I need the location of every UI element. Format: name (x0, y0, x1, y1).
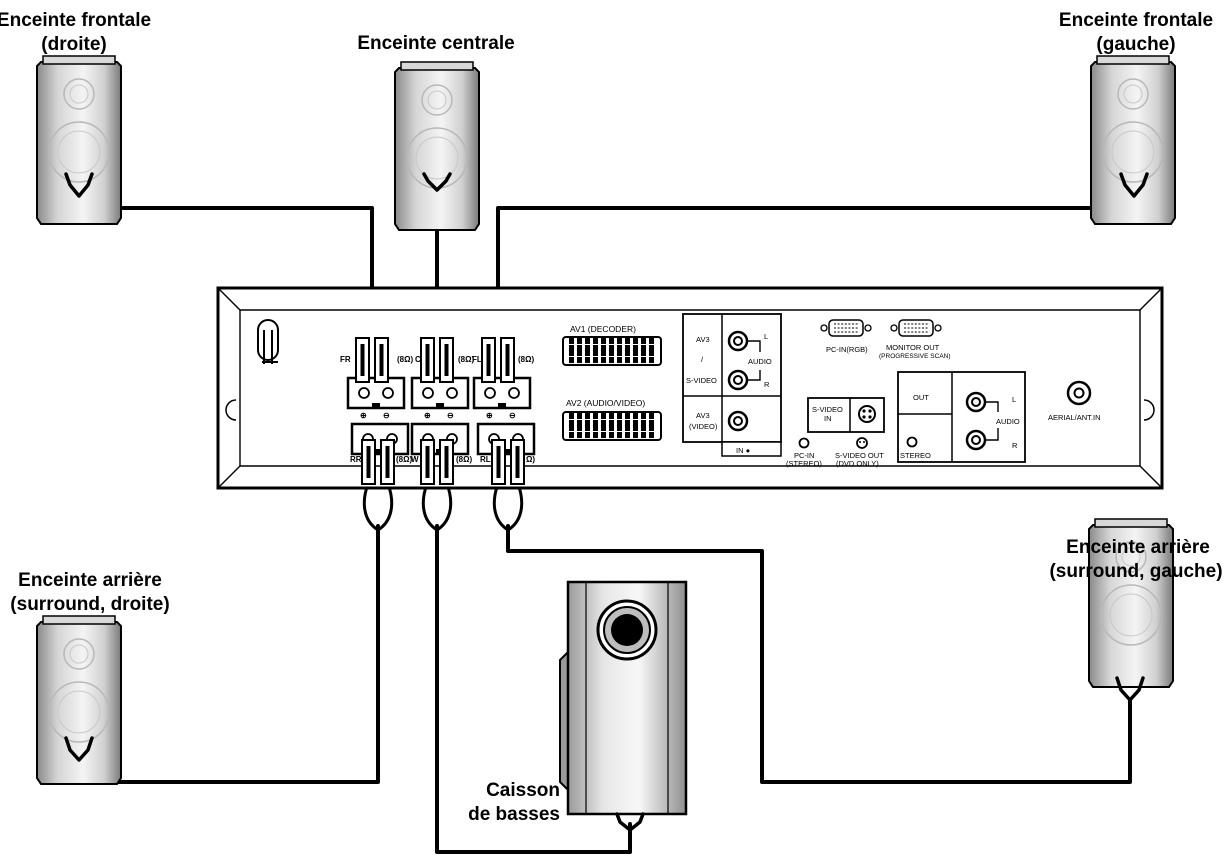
terminal-fl-label: FL (472, 355, 482, 364)
audio-out-r-jack (965, 429, 987, 451)
svg-text:OUT: OUT (913, 393, 929, 402)
wire-rear-right (77, 524, 380, 784)
monitor-out-port[interactable]: MONITOR OUT (PROGRESSIVE SCAN) (879, 319, 951, 360)
av3-video-jack (727, 410, 749, 432)
svg-text:AV3: AV3 (696, 335, 710, 344)
svg-text:(8Ω): (8Ω) (397, 355, 414, 364)
terminal-c-label: C (415, 355, 421, 364)
speaker-center (394, 61, 480, 231)
wire-subwoofer (435, 524, 632, 854)
terminal-w-label: W (411, 455, 419, 464)
speaker-rear-left (1088, 518, 1174, 702)
svg-text:S-VIDEO: S-VIDEO (812, 405, 843, 414)
power-cord-icon (257, 319, 279, 364)
svg-text:MONITOR OUT: MONITOR OUT (886, 343, 940, 352)
wire-front-left (496, 194, 1136, 302)
audio-out-l-jack (965, 391, 987, 413)
pc-in-rgb-port[interactable]: PC-IN(RGB) (820, 319, 872, 354)
svg-text:(8Ω): (8Ω) (518, 355, 535, 364)
wire-rear-left (506, 524, 1132, 784)
terminal-fr[interactable]: FR (8Ω) ⊕ ⊖ (340, 336, 414, 420)
svg-text:IN: IN (824, 414, 832, 423)
svg-text:(8Ω): (8Ω) (456, 455, 473, 464)
label-subwoofer-1: Caisson (486, 780, 560, 801)
svg-text:⊖: ⊖ (447, 411, 454, 420)
av3-audio-l-jack (727, 330, 749, 352)
svg-text:⊕: ⊕ (424, 411, 431, 420)
svg-text:AV3: AV3 (696, 411, 710, 420)
terminal-fl[interactable]: FL (8Ω) ⊕ ⊖ (472, 336, 535, 420)
terminal-c[interactable]: C (8Ω) ⊕ ⊖ (410, 336, 475, 420)
av3-audio-r-jack (727, 369, 749, 391)
svg-text:(DVD ONLY): (DVD ONLY) (836, 459, 879, 468)
terminal-rl-label: RL (480, 455, 491, 464)
svg-text:⊖: ⊖ (509, 411, 516, 420)
svideo-out-port[interactable]: S-VIDEO OUT (DVD ONLY) (835, 437, 884, 468)
label-front-right-1: Enceinte frontale (0, 10, 151, 31)
svg-text:Ω): Ω) (526, 455, 535, 464)
receiver-rear-panel: FR (8Ω) ⊕ ⊖ C (8Ω) ⊕ ⊖ FL (8Ω) ⊕ ⊖ RR (8… (216, 286, 1164, 490)
label-front-left-2: (gauche) (1096, 34, 1175, 55)
svg-text:AUDIO: AUDIO (996, 417, 1020, 426)
svg-text:S-VIDEO: S-VIDEO (686, 376, 717, 385)
terminal-rr-label: RR (350, 455, 362, 464)
audio-out-block: OUT STEREO L AUDIO R (897, 371, 1026, 463)
svg-text:(STEREO): (STEREO) (786, 459, 822, 468)
speaker-front-right (36, 55, 122, 225)
svg-text:AV2 (AUDIO/VIDEO): AV2 (AUDIO/VIDEO) (566, 398, 645, 408)
svg-text:(PROGRESSIVE SCAN): (PROGRESSIVE SCAN) (879, 353, 951, 360)
svg-text:(VIDEO): (VIDEO) (689, 422, 718, 431)
label-center: Enceinte centrale (357, 33, 514, 54)
svg-text:AV1 (DECODER): AV1 (DECODER) (570, 324, 636, 334)
scart-av2[interactable]: AV2 (AUDIO/VIDEO) (563, 398, 661, 440)
svg-text:PC-IN(RGB): PC-IN(RGB) (826, 345, 868, 354)
label-rear-left-1: Enceinte arrière (1066, 537, 1210, 558)
svg-text:/: / (701, 355, 704, 364)
terminal-rr[interactable]: RR (8Ω) (350, 422, 413, 486)
speaker-front-left (1090, 55, 1176, 225)
label-front-right-2: (droite) (41, 34, 106, 55)
svg-text:PC-IN: PC-IN (794, 451, 814, 460)
label-subwoofer-2: de basses (468, 804, 560, 825)
stereo-out-jack (906, 436, 918, 448)
terminal-w[interactable]: W (8Ω) (410, 422, 473, 486)
svg-text:STEREO: STEREO (900, 451, 931, 460)
label-front-left-1: Enceinte frontale (1059, 10, 1213, 31)
svg-text:S-VIDEO OUT: S-VIDEO OUT (835, 451, 884, 460)
speaker-labels: Enceinte frontale (droite) Enceinte cent… (0, 10, 1223, 825)
svg-text:IN ●: IN ● (736, 446, 750, 455)
svg-text:AUDIO: AUDIO (748, 357, 772, 366)
svg-text:⊖: ⊖ (383, 411, 390, 420)
svg-text:R: R (1012, 441, 1018, 450)
svg-text:⊕: ⊕ (360, 411, 367, 420)
svg-text:L: L (764, 332, 768, 341)
wire-front-right (77, 194, 374, 302)
aerial-input[interactable]: AERIAL/ANT.IN (1048, 380, 1101, 422)
subwoofer (559, 580, 688, 832)
svg-text:L: L (1012, 395, 1016, 404)
label-rear-right-2: (surround, droite) (10, 594, 169, 615)
label-rear-right-1: Enceinte arrière (18, 570, 162, 591)
av3-block: IN ● AV3 / S-VIDEO AV3 (VIDEO) L AUDIO R (682, 313, 782, 457)
label-rear-left-2: (surround, gauche) (1049, 561, 1222, 582)
svg-text:⊕: ⊕ (486, 411, 493, 420)
scart-av1[interactable]: AV1 (DECODER) (563, 324, 661, 365)
speaker-rear-right (36, 615, 122, 785)
pc-in-stereo-jack[interactable]: PC-IN (STEREO) (786, 437, 822, 469)
svg-text:R: R (764, 380, 770, 389)
terminal-rl[interactable]: RL Ω) (476, 422, 535, 486)
svg-text:(8Ω): (8Ω) (396, 455, 413, 464)
svideo-in-port[interactable]: S-VIDEO IN (807, 397, 885, 433)
svg-text:(8Ω): (8Ω) (458, 355, 475, 364)
terminal-fr-label: FR (340, 355, 351, 364)
svg-text:AERIAL/ANT.IN: AERIAL/ANT.IN (1048, 413, 1101, 422)
